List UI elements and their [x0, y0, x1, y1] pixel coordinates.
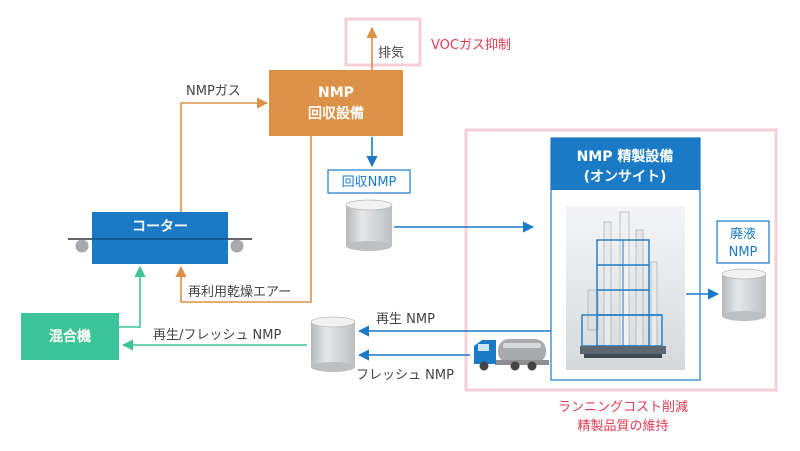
refining-unit-header: [551, 138, 700, 190]
coater-left-roller: [75, 239, 89, 253]
drying-air-label: 再利用乾燥エアー: [188, 285, 291, 300]
fresh-nmp-label: フレッシュ NMP: [356, 368, 454, 383]
tanker-truck-icon: [474, 339, 549, 371]
recovery-unit-title: NMP: [318, 85, 354, 101]
waste-nmp-box: [716, 220, 770, 264]
to-mixer-label: 再生/フレッシュ NMP: [153, 328, 281, 343]
waste-nmp-tank: [721, 268, 767, 321]
recovery-unit-box: [269, 70, 403, 136]
regenerated-nmp-tank: [310, 316, 356, 372]
mixer-box: [21, 313, 119, 360]
voc-label: VOCガス抑制: [431, 38, 511, 53]
refining-unit-subtitle: (オンサイト): [584, 169, 667, 185]
benefit-line-2: 精製品質の維持: [577, 419, 668, 434]
drying-air-line: [175, 136, 312, 303]
voc-highlight-frame: [344, 17, 422, 67]
nmp-gas-line: [180, 97, 269, 212]
exhaust-label: 排気: [378, 45, 404, 61]
waste-label-line2: NMP: [729, 245, 758, 260]
recovered-nmp-box: [327, 169, 411, 194]
regen-nmp-label: 再生 NMP: [376, 312, 435, 327]
refining-unit-title: NMP 精製設備: [577, 148, 674, 165]
recovered-nmp-label: 回収NMP: [342, 175, 397, 190]
recovered-nmp-tank: [345, 199, 393, 251]
coater-label: コーター: [132, 219, 188, 235]
recovery-unit-subtitle: 回収設備: [308, 105, 364, 122]
benefit-line-1: ランニングコスト削減: [558, 399, 688, 415]
mixer-label: 混合機: [49, 328, 91, 345]
mixer-to-coater-line: [119, 265, 146, 328]
coater-right-roller: [230, 239, 244, 253]
refining-highlight-frame: [464, 128, 778, 392]
refining-equipment-photo: [566, 206, 685, 370]
coater-box: [92, 212, 228, 264]
waste-label-line1: 廃液: [730, 226, 756, 242]
nmp-gas-label: NMPガス: [186, 84, 241, 99]
coater: コーター: [68, 212, 252, 264]
